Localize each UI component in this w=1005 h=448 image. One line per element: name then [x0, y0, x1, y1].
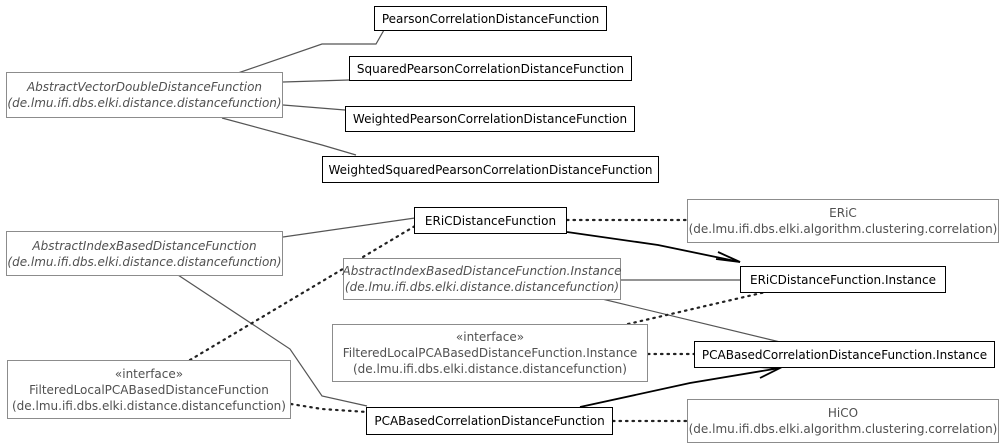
edge-abs-vec-to-w-pearson — [282, 104, 346, 111]
edge-filt-to-pca-df — [289, 402, 369, 414]
node-weighted-squared-pearson-correlation-distance-function[interactable]: WeightedSquaredPearsonCorrelationDistanc… — [322, 156, 659, 183]
node-abstract-index-based-distance-function-instance[interactable]: AbstractIndexBasedDistanceFunction.Insta… — [342, 258, 622, 300]
node-weighted-pearson-correlation-distance-function[interactable]: WeightedPearsonCorrelationDistanceFuncti… — [345, 106, 635, 132]
node-name: PCABasedCorrelationDistanceFunction.Inst… — [701, 347, 988, 362]
node-package: (de.lmu.ifi.dbs.elki.distance.distancefu… — [353, 362, 627, 376]
edge-eric-df-to-eric-inst-arrowhead — [715, 251, 741, 263]
node-package: (de.lmu.ifi.dbs.elki.distance.distancefu… — [7, 96, 282, 110]
edge-pca-df-to-pca-inst-arrowhead — [756, 366, 784, 379]
edge-abs-vec-to-ws-pearson — [221, 117, 357, 156]
node-package: (de.lmu.ifi.dbs.elki.algorithm.clusterin… — [688, 422, 998, 436]
edge-filt-to-eric-df — [188, 224, 417, 362]
node-name: ERiCDistanceFunction.Instance — [750, 272, 936, 287]
node-name: AbstractIndexBasedDistanceFunction — [32, 238, 257, 253]
node-stereotype: «interface» — [114, 366, 184, 381]
node-pearson-correlation-distance-function[interactable]: PearsonCorrelationDistanceFunction — [374, 6, 607, 31]
edge-pca-df-to-pca-inst — [579, 367, 781, 408]
edge-filt-inst-to-eric-inst — [626, 289, 772, 326]
node-name: SquaredPearsonCorrelationDistanceFunctio… — [356, 61, 625, 76]
node-name: PCABasedCorrelationDistanceFunction — [374, 414, 605, 428]
node-name: WeightedSquaredPearsonCorrelationDistanc… — [328, 162, 653, 177]
node-squared-pearson-correlation-distance-function[interactable]: SquaredPearsonCorrelationDistanceFunctio… — [349, 56, 632, 81]
node-filtered-local-pca-based-distance-function-instance[interactable]: «interface» FilteredLocalPCABasedDistanc… — [332, 324, 648, 382]
node-hico[interactable]: HiCO (de.lmu.ifi.dbs.elki.algorithm.clus… — [687, 399, 999, 443]
node-name: AbstractIndexBasedDistanceFunction.Insta… — [342, 264, 622, 278]
node-package: (de.lmu.ifi.dbs.elki.distance.distancefu… — [12, 398, 286, 413]
node-filtered-local-pca-based-distance-function[interactable]: «interface» FilteredLocalPCABasedDistanc… — [7, 360, 291, 419]
node-abstract-index-based-distance-function[interactable]: AbstractIndexBasedDistanceFunction (de.l… — [6, 231, 283, 276]
node-package: (de.lmu.ifi.dbs.elki.distance.distancefu… — [344, 280, 620, 294]
node-package: (de.lmu.ifi.dbs.elki.algorithm.clusterin… — [688, 222, 998, 236]
node-eric[interactable]: ERiC (de.lmu.ifi.dbs.elki.algorithm.clus… — [687, 199, 999, 243]
node-name: FilteredLocalPCABasedDistanceFunction.In… — [342, 346, 638, 360]
node-pca-based-correlation-distance-function-instance[interactable]: PCABasedCorrelationDistanceFunction.Inst… — [694, 341, 995, 368]
node-name: ERiCDistanceFunction — [424, 213, 557, 228]
node-name: HiCO — [827, 406, 859, 420]
node-name: PearsonCorrelationDistanceFunction — [381, 11, 600, 26]
node-abstract-vector-double-distance-function[interactable]: AbstractVectorDoubleDistanceFunction (de… — [6, 72, 283, 118]
node-package: (de.lmu.ifi.dbs.elki.distance.distancefu… — [7, 254, 282, 269]
node-pca-based-correlation-distance-function[interactable]: PCABasedCorrelationDistanceFunction — [366, 407, 613, 435]
edge-abs-vec-to-pearson — [237, 29, 385, 74]
edge-abs-idx-inst-to-pca-inst — [597, 297, 781, 343]
edge-eric-df-to-eric-inst — [566, 231, 741, 263]
node-stereotype: «interface» — [455, 330, 525, 344]
node-name: ERiC — [829, 206, 857, 220]
edge-abs-vec-to-sq-pearson — [282, 79, 350, 83]
node-name: FilteredLocalPCABasedDistanceFunction — [29, 382, 269, 397]
node-name: AbstractVectorDoubleDistanceFunction — [26, 80, 263, 94]
edge-abs-idx-to-pca-df — [177, 274, 368, 407]
node-eric-distance-function[interactable]: ERiCDistanceFunction — [414, 207, 567, 234]
node-eric-distance-function-instance[interactable]: ERiCDistanceFunction.Instance — [740, 266, 946, 293]
edge-abs-idx-to-eric-df — [282, 217, 416, 238]
node-name: WeightedPearsonCorrelationDistanceFuncti… — [352, 112, 628, 126]
